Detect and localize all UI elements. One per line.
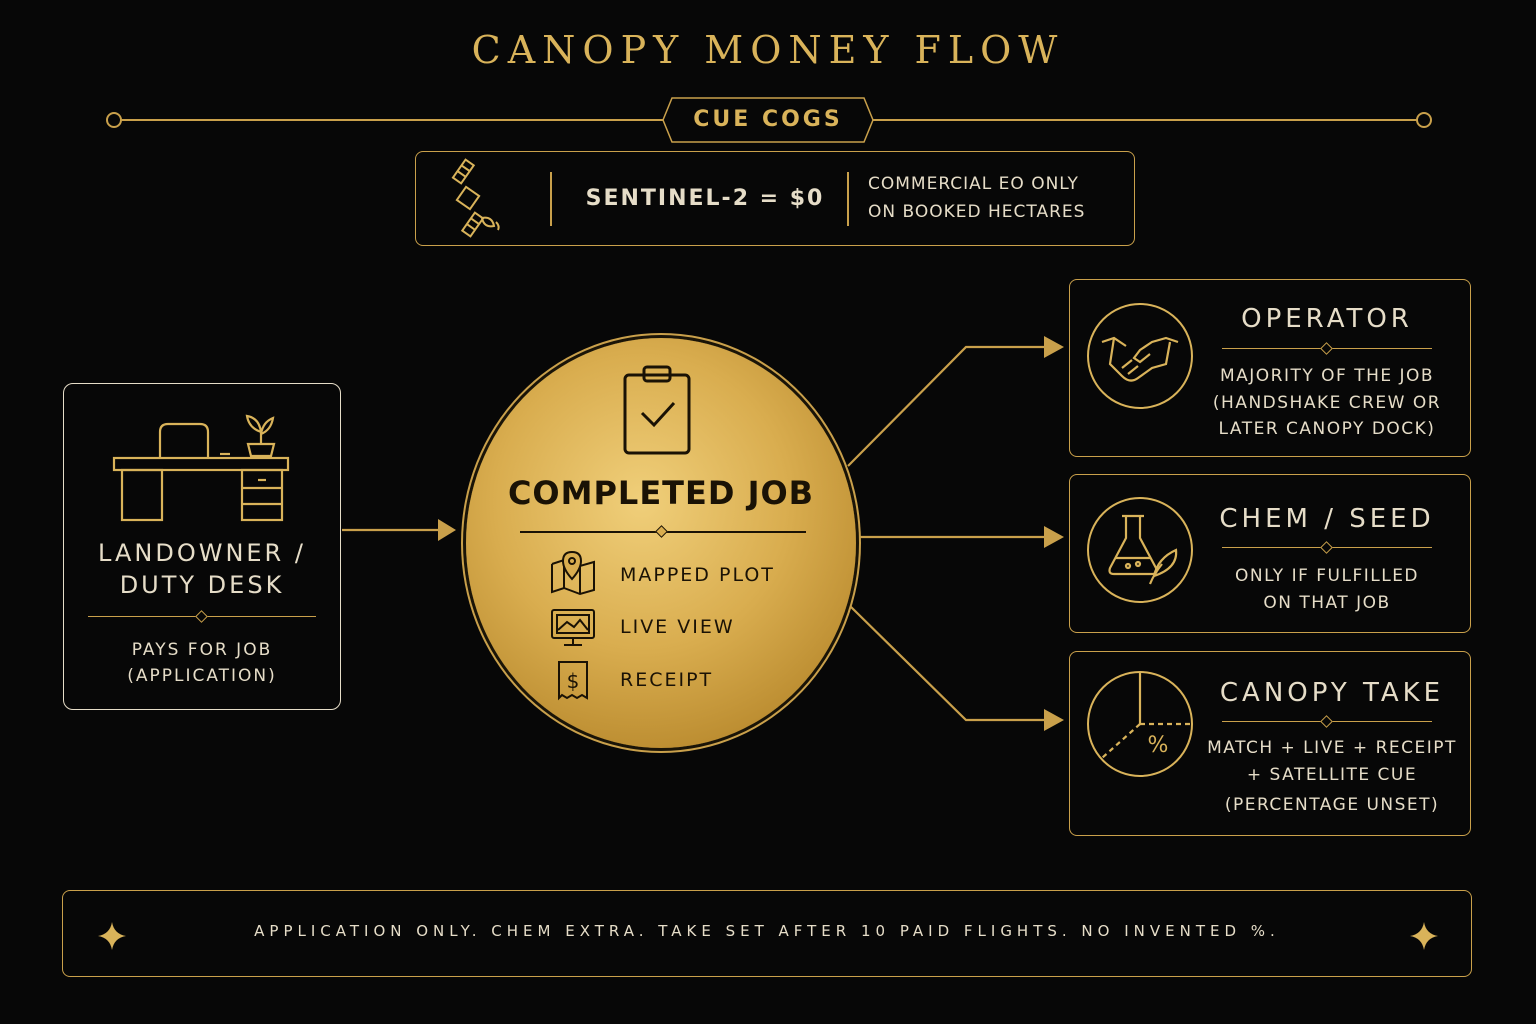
- operator-line-2: (HANDSHAKE CREW OR: [1212, 392, 1442, 413]
- pie-percent-icon: %: [1087, 671, 1193, 777]
- arrowhead-job: [438, 519, 456, 541]
- top-rule-dot-left: [106, 112, 122, 128]
- arrowhead-chem: [1044, 526, 1064, 548]
- svg-text:%: %: [1148, 733, 1169, 758]
- flask-leaf-icon: [1087, 497, 1193, 603]
- cue-box: [415, 151, 1135, 246]
- svg-text:$: $: [567, 669, 580, 693]
- map-pin-icon: [551, 550, 595, 596]
- canopy-take-title: CANOPY TAKE: [1219, 678, 1445, 708]
- arrow-job-to-take: [849, 605, 1046, 722]
- job-item-live-view: LIVE VIEW: [620, 616, 735, 638]
- footer-box: [62, 890, 1472, 977]
- clipboard-check-icon: [623, 365, 691, 455]
- chem-line-1: ONLY IF FULFILLED: [1234, 566, 1420, 586]
- cue-badge-frame: [662, 97, 874, 143]
- chem-seed-title: CHEM / SEED: [1219, 504, 1435, 534]
- footer-note: APPLICATION ONLY. CHEM EXTRA. TAKE SET A…: [254, 922, 1280, 940]
- cue-sub-line-2: ON BOOKED HECTARES: [868, 202, 1086, 222]
- operator-title: OPERATOR: [1241, 304, 1413, 334]
- operator-box: [1069, 279, 1471, 457]
- take-line-1: MATCH + LIVE + RECEIPT: [1207, 738, 1457, 758]
- arrow-job-to-operator: [847, 345, 1046, 467]
- chem-line-2: ON THAT JOB: [1263, 592, 1391, 613]
- receipt-icon: $: [558, 661, 588, 701]
- handshake-icon: [1087, 303, 1193, 409]
- monitor-icon: [551, 609, 595, 646]
- operator-line-3: LATER CANOPY DOCK): [1218, 419, 1436, 439]
- landowner-box: [63, 383, 341, 710]
- cue-separator-2: [847, 172, 849, 226]
- cue-main-text: SENTINEL-2 = $0: [585, 186, 825, 211]
- cue-badge: CUE COGS: [693, 107, 843, 132]
- top-rule-left: [118, 119, 666, 121]
- satellite-icon: [451, 158, 500, 238]
- landowner-subtext: PAYS FOR JOB (APPLICATION): [64, 637, 340, 689]
- arrowhead-take: [1044, 709, 1064, 731]
- sparkle-icon-right: [1410, 922, 1438, 950]
- cue-sub-line-1: COMMERCIAL EO ONLY: [868, 174, 1079, 194]
- landowner-sub-line-2: (APPLICATION): [127, 666, 277, 686]
- cue-separator-1: [550, 172, 552, 226]
- operator-line-1: MAJORITY OF THE JOB: [1219, 366, 1435, 386]
- landowner-title-line-2: DUTY DESK: [119, 571, 285, 599]
- landowner-sub-line-1: PAYS FOR JOB: [131, 640, 273, 660]
- take-line-3: (PERCENTAGE UNSET): [1224, 795, 1440, 815]
- completed-job-circle: [466, 338, 856, 748]
- canopy-take-subtext: MATCH + LIVE + RECEIPT + SATELLITE CUE (…: [1207, 735, 1457, 819]
- arrowhead-operator: [1044, 336, 1064, 358]
- desk-icon: [112, 414, 290, 522]
- job-item-mapped-plot: MAPPED PLOT: [620, 564, 775, 586]
- page-title: CANOPY MONEY FLOW: [471, 28, 1065, 72]
- landowner-title: LANDOWNER / DUTY DESK: [64, 537, 340, 601]
- sparkle-icon-left: [98, 922, 126, 950]
- operator-subtext: MAJORITY OF THE JOB (HANDSHAKE CREW OR L…: [1202, 363, 1452, 443]
- chem-seed-subtext: ONLY IF FULFILLED ON THAT JOB: [1202, 563, 1452, 616]
- top-rule-right: [870, 119, 1420, 121]
- top-rule-dot-right: [1416, 112, 1432, 128]
- job-item-receipt: RECEIPT: [620, 669, 714, 691]
- completed-job-title: COMPLETED JOB: [507, 474, 815, 512]
- chem-seed-box: [1069, 474, 1471, 633]
- canopy-take-box: [1069, 651, 1471, 836]
- take-line-2: + SATELLITE CUE: [1246, 764, 1418, 785]
- landowner-title-line-1: LANDOWNER /: [98, 539, 306, 567]
- cue-sub-text: COMMERCIAL EO ONLY ON BOOKED HECTARES: [868, 170, 1118, 226]
